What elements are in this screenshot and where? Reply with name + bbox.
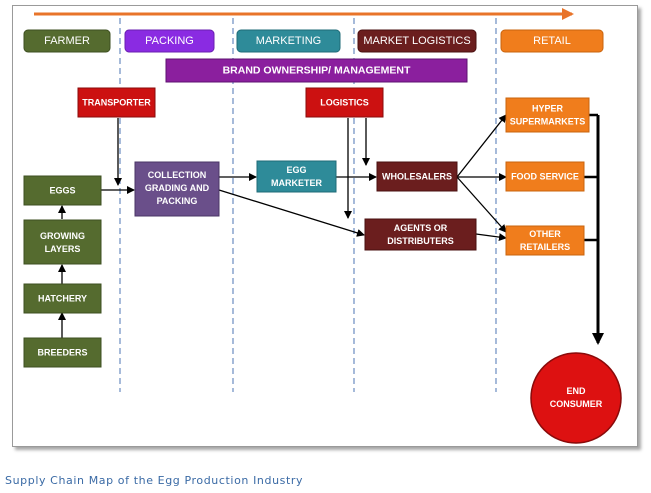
growing-layers-label-1: GROWING [40, 231, 85, 241]
node-eggs: EGGS [23, 175, 102, 206]
agents-label-1: AGENTS OR [394, 223, 448, 233]
node-wholesalers: WHOLESALERS [376, 161, 458, 192]
header-box-farmer [23, 29, 111, 53]
banner-label: BRAND OWNERSHIP/ MANAGEMENT [223, 65, 411, 77]
node-food-service: FOOD SERVICE [505, 161, 585, 192]
collection-label-2: GRADING AND [145, 183, 210, 193]
column-header-retail: RETAIL [500, 29, 604, 53]
header-box-retail [500, 29, 604, 53]
node-agents-distributers: AGENTS OR DISTRIBUTERS [364, 218, 477, 251]
arrow-collection-to-agents [218, 189, 365, 237]
column-header-farmer: FARMER [23, 29, 111, 53]
header-box-packing [124, 29, 215, 53]
column-header-marketing: MARKETING [236, 29, 341, 53]
header-label-retail: RETAIL [533, 35, 571, 47]
hatchery-label: HATCHERY [38, 294, 87, 304]
node-logistics: LOGISTICS [305, 87, 384, 118]
hyper-label-2: SUPERMARKETS [510, 117, 586, 127]
node-growing-layers: GROWING LAYERS [23, 219, 102, 265]
egg-marketer-label-2: MARKETER [271, 178, 322, 188]
brand-ownership-banner: BRAND OWNERSHIP/ MANAGEMENT [165, 58, 468, 83]
header-label-farmer: FARMER [44, 35, 90, 47]
node-hyper-supermarkets: HYPER SUPERMARKETS [505, 97, 590, 133]
wholesalers-label: WHOLESALERS [382, 172, 452, 182]
header-label-marketing: MARKETING [256, 35, 321, 47]
header-label-market-logistics: MARKET LOGISTICS [363, 35, 470, 47]
other-retailers-label-2: RETAILERS [520, 242, 570, 252]
eggs-label: EGGS [49, 186, 75, 196]
egg-marketer-label-1: EGG [286, 165, 306, 175]
arrow-wholesalers-to-other [456, 176, 507, 233]
end-consumer-label-1: END [566, 386, 586, 396]
figure-caption: Supply Chain Map of the Egg Production I… [5, 474, 304, 487]
arrow-wholesalers-to-hyper [456, 114, 507, 178]
node-hatchery: HATCHERY [23, 283, 102, 314]
growing-layers-label-2: LAYERS [45, 244, 81, 254]
banner-box [165, 58, 468, 83]
node-end-consumer: END CONSUMER [530, 352, 622, 444]
breeders-label: BREEDERS [37, 348, 87, 358]
node-other-retailers: OTHER RETAILERS [505, 225, 585, 256]
header-box-market-logistics [357, 29, 477, 53]
other-retailers-label-1: OTHER [529, 229, 561, 239]
arrow-agents-to-other [475, 233, 507, 242]
flow-arrows [58, 113, 604, 345]
header-label-packing: PACKING [145, 35, 194, 47]
agents-label-2: DISTRIBUTERS [387, 236, 454, 246]
collection-label-1: COLLECTION [148, 170, 207, 180]
collection-label-3: PACKING [157, 196, 198, 206]
column-header-packing: PACKING [124, 29, 215, 53]
header-box-marketing [236, 29, 341, 53]
logistics-label: LOGISTICS [320, 98, 369, 108]
hyper-label-1: HYPER [532, 104, 564, 114]
node-transporter: TRANSPORTER [77, 87, 156, 118]
node-breeders: BREEDERS [23, 337, 102, 368]
end-consumer-label-2: CONSUMER [550, 399, 603, 409]
column-header-market-logistics: MARKET LOGISTICS [357, 29, 477, 53]
food-service-label: FOOD SERVICE [511, 172, 579, 182]
node-egg-marketer: EGG MARKETER [256, 160, 337, 193]
node-collection-grading-packing: COLLECTION GRADING AND PACKING [134, 161, 220, 217]
transporter-label: TRANSPORTER [82, 98, 151, 108]
